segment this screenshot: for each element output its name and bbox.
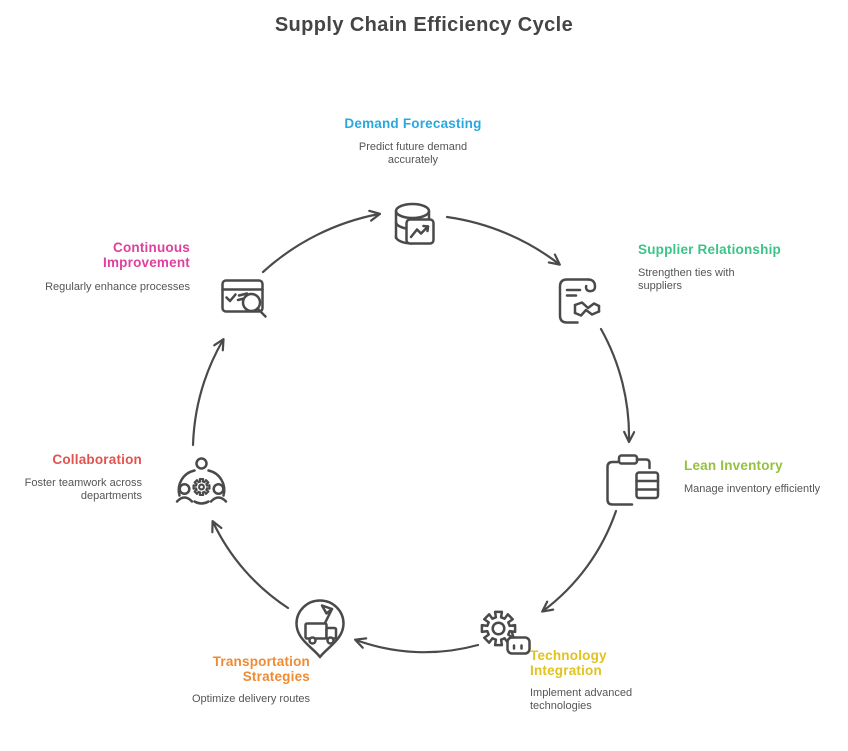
arrow-continuous-to-demand [261,214,379,274]
node-title: Collaboration [52,452,142,467]
cycle-arrows [191,214,629,654]
node-description: Regularly enhance processes [45,281,190,294]
arrow-lean-to-technology [543,509,618,611]
node-title: Continuous Improvement [103,240,190,271]
database-chart-icon [394,202,435,245]
node-transportation-strategies: Transportation Strategies Optimize deliv… [150,654,310,706]
node-technology-integration: Technology Integration Implement advance… [530,648,645,713]
contract-handshake-icon [558,278,603,324]
node-title: Demand Forecasting [344,116,482,131]
node-title: Technology Integration [530,648,607,679]
arrow-demand-to-supplier [445,215,559,264]
node-title: Lean Inventory [684,458,783,473]
arrow-supplier-to-lean [599,327,629,441]
node-description: Foster teamwork across departments [24,477,142,503]
node-description: Predict future demand accurately [358,141,468,167]
arrow-technology-to-transportation [356,640,480,654]
node-demand-forecasting: Demand Forecasting Predict future demand… [303,116,523,167]
delivery-pin-truck-icon [295,599,345,659]
node-description: Implement advanced technologies [530,687,633,713]
gear-robot-icon [480,610,531,655]
node-continuous-improvement: Continuous Improvement Regularly enhance… [30,240,190,294]
node-title: Transportation Strategies [212,654,310,685]
node-supplier-relationship: Supplier Relationship Strengthen ties wi… [638,242,818,293]
arrow-collaboration-to-continuous [191,340,223,447]
clipboard-stock-icon [606,454,660,506]
page-title: Supply Chain Efficiency Cycle [274,14,574,36]
arrow-transportation-to-collaboration [213,522,290,610]
node-lean-inventory: Lean Inventory Manage inventory efficien… [684,458,848,496]
team-gear-icon [175,457,228,505]
node-description: Optimize delivery routes [192,693,310,706]
node-description: Strengthen ties with suppliers [638,267,735,293]
window-magnifier-icon [221,279,267,318]
node-collaboration: Collaboration Foster teamwork across dep… [0,452,142,503]
node-title: Supplier Relationship [638,242,781,257]
node-description: Manage inventory efficiently [684,483,821,496]
